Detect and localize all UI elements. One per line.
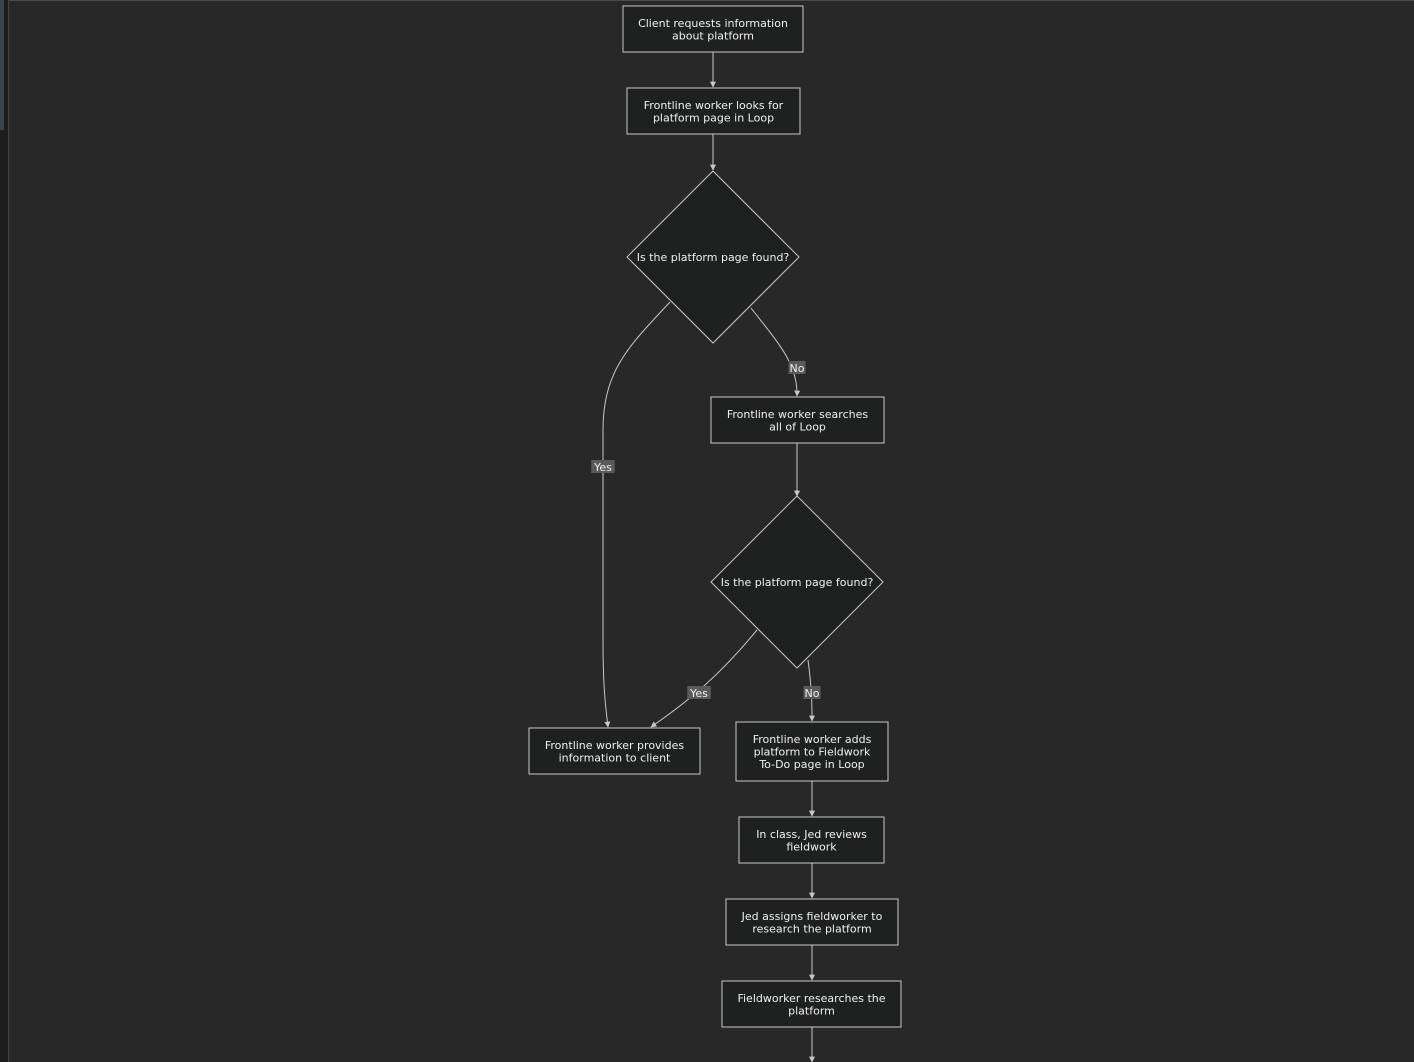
edge-d1-n4 (602, 301, 671, 728)
edge-d1-n3 (750, 307, 801, 397)
node-label-line: To-Do page in Loop (758, 758, 864, 771)
node-d2[interactable]: Is the platform page found? (710, 495, 884, 669)
node-label-line: platform page in Loop (653, 111, 774, 124)
node-label-line: all of Loop (769, 420, 826, 433)
node-label-line: Frontline worker adds (753, 733, 872, 746)
node-label-line: platform to Fieldwork (754, 746, 871, 759)
node-label-line: Frontline worker provides (545, 739, 684, 752)
node-label-line: Is the platform page found? (637, 251, 790, 264)
decision-diamond (710, 495, 884, 669)
node-label-line: Is the platform page found? (721, 576, 874, 589)
node-label-line: Fieldworker researches the (737, 992, 885, 1005)
edges-layer (602, 52, 815, 1062)
decision-diamond (626, 170, 800, 344)
process-box (626, 87, 801, 135)
edge-label-bg (803, 686, 821, 699)
node-d1[interactable]: Is the platform page found? (626, 170, 800, 344)
edge-label-bg (788, 361, 806, 374)
edge-label-bg (591, 460, 615, 473)
edge-label-no: No (803, 686, 821, 700)
edge-d2-n4 (650, 629, 758, 728)
edge-label-text: Yes (593, 461, 612, 474)
top-border (0, 0, 1414, 1)
edge-label-yes: Yes (591, 460, 615, 474)
edge-label-text: Yes (689, 687, 708, 700)
edge-label-text: No (805, 687, 820, 700)
edge-label-yes: Yes (687, 686, 711, 700)
node-label-line: Frontline worker looks for (644, 99, 784, 112)
process-box (528, 727, 701, 775)
process-box (735, 721, 889, 782)
edge-label-no: No (788, 361, 806, 375)
node-label-line: Jed assigns fieldworker to (741, 910, 883, 923)
process-box (710, 396, 885, 444)
process-box (622, 5, 804, 53)
node-label-line: fieldwork (786, 840, 837, 853)
node-label-line: In class, Jed reviews (756, 828, 867, 841)
process-box (738, 816, 885, 864)
node-label-line: research the platform (752, 922, 871, 935)
node-label-line: information to client (559, 751, 671, 764)
node-label-line: platform (788, 1004, 835, 1017)
left-panel-edge (0, 0, 9, 1062)
node-label-line: Client requests information (638, 17, 788, 30)
edge-label-text: No (790, 362, 805, 375)
node-label-line: Frontline worker searches (727, 408, 868, 421)
edge-label-bg (687, 686, 711, 699)
process-box (721, 980, 902, 1028)
process-box (725, 898, 899, 946)
node-label-line: about platform (672, 29, 754, 42)
left-panel-tab (0, 0, 4, 130)
